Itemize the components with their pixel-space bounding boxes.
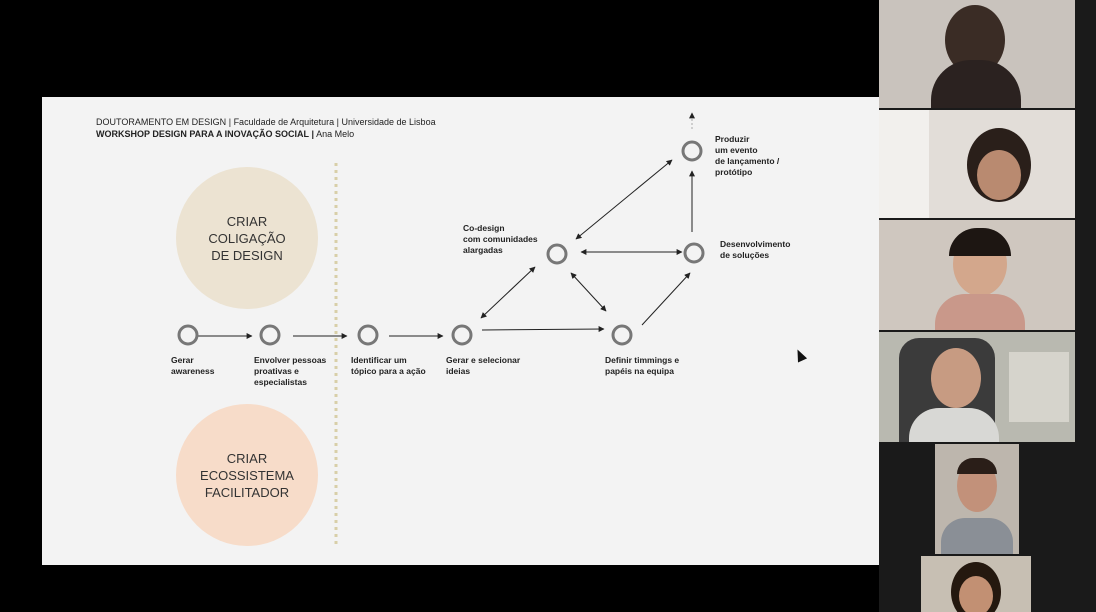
video-tile-6[interactable]	[921, 556, 1031, 612]
separator: |	[336, 117, 339, 127]
avatar	[957, 458, 997, 474]
node-topic	[357, 324, 379, 346]
header-author: Ana Melo	[316, 129, 355, 139]
label-codesign: Co-design com comunidades alargadas	[463, 223, 538, 255]
create-facilitator-ecosystem-circle: CRIAR ECOSSISTEMA FACILITADOR	[176, 404, 318, 546]
node-codesign	[546, 243, 568, 265]
node-ideas	[451, 324, 473, 346]
label-topic: Identificar um tópico para a ação	[351, 355, 426, 376]
node-awareness	[177, 324, 199, 346]
separator: |	[228, 117, 232, 127]
label-awareness: Gerar awareness	[171, 355, 215, 376]
label-engage: Envolver pessoas proativas e especialist…	[254, 355, 327, 387]
background-wall	[879, 110, 929, 218]
avatar	[909, 408, 999, 442]
header-faculty: Faculdade de Arquitetura	[233, 117, 335, 127]
flow-arrows	[198, 159, 695, 339]
circle-label: CRIAR ECOSSISTEMA FACILITADOR	[200, 450, 294, 500]
header-workshop: WORKSHOP DESIGN PARA A INOVAÇÃO SOCIAL	[96, 129, 310, 139]
label-produce: Produzir um evento de lançamento / protó…	[715, 134, 780, 177]
node-produce	[681, 140, 703, 162]
label-development: Desenvolvimento de soluções	[720, 239, 791, 260]
avatar-face	[977, 150, 1021, 200]
video-tile-2[interactable]	[879, 110, 1075, 218]
avatar-face	[959, 576, 993, 612]
avatar	[935, 294, 1025, 330]
create-design-coalition-circle: CRIAR COLIGAÇÃO DE DESIGN	[176, 167, 318, 309]
label-timings: Definir timmings e papéis na equipa	[605, 355, 680, 376]
label-ideas: Gerar e selecionar ideias	[446, 355, 521, 376]
slide-header-line-1: DOUTORAMENTO EM DESIGN | Faculdade de Ar…	[96, 117, 436, 127]
video-tile-3[interactable]	[879, 220, 1075, 330]
node-engage	[259, 324, 281, 346]
avatar	[949, 228, 1011, 256]
separator: |	[311, 129, 315, 139]
circle-label: CRIAR COLIGAÇÃO DE DESIGN	[208, 213, 286, 263]
process-diagram	[177, 112, 705, 545]
slide-header-line-2: WORKSHOP DESIGN PARA A INOVAÇÃO SOCIAL |…	[96, 129, 354, 139]
background-board	[1009, 352, 1069, 422]
avatar	[931, 60, 1021, 108]
video-tile-5[interactable]	[935, 444, 1019, 554]
node-timings	[611, 324, 633, 346]
header-program: DOUTORAMENTO EM DESIGN	[96, 117, 227, 127]
node-development	[683, 242, 705, 264]
participants-panel	[879, 0, 1096, 612]
avatar-face	[931, 348, 981, 408]
video-tile-1[interactable]	[879, 0, 1075, 108]
video-tile-4[interactable]	[879, 332, 1075, 442]
header-university: Universidade de Lisboa	[341, 117, 436, 127]
flow-nodes	[177, 140, 705, 346]
presentation-slide: DOUTORAMENTO EM DESIGN | Faculdade de Ar…	[42, 97, 879, 565]
avatar	[941, 518, 1013, 554]
